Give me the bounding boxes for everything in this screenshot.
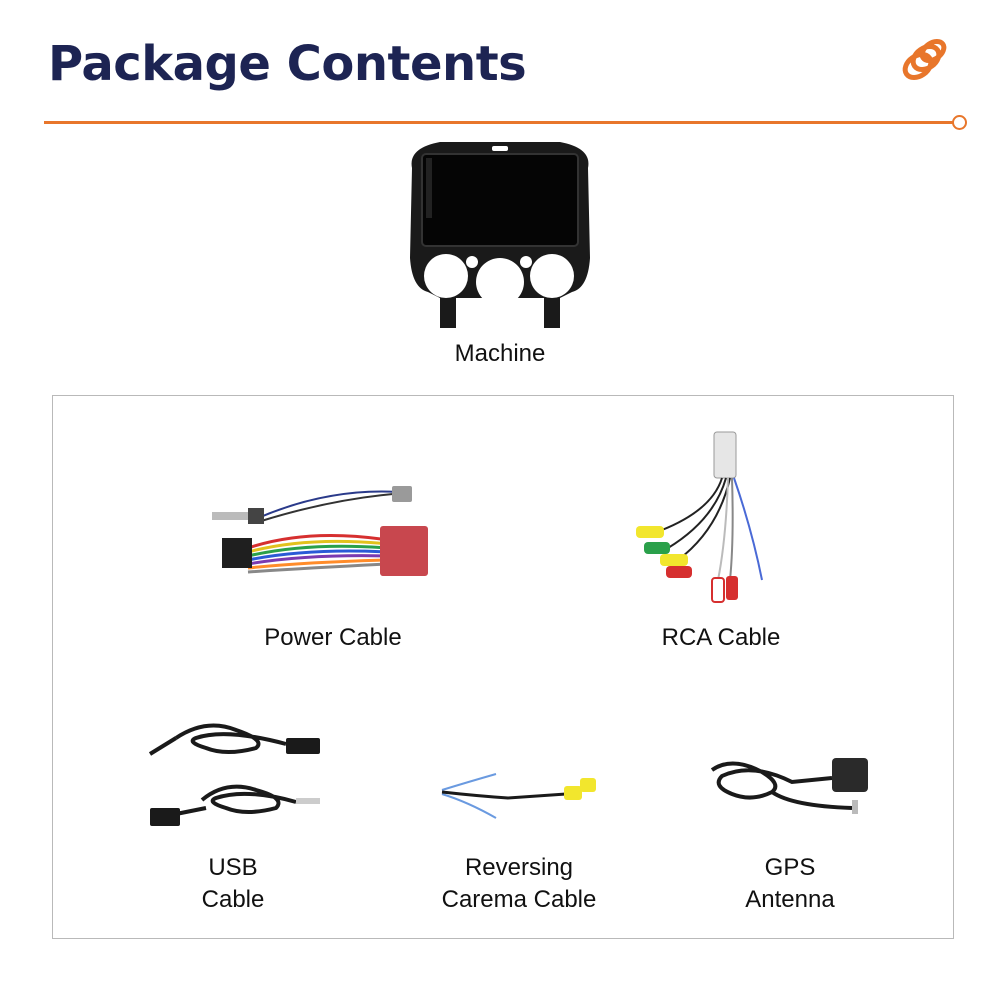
car-stereo-head-unit-icon (410, 142, 590, 328)
item-label-gps-antenna: GPS Antenna (745, 854, 835, 913)
item-label-reversing-camera-cable: Reversing Carema Cable (441, 854, 597, 913)
machine-label: Machine (454, 340, 546, 367)
header-divider (44, 121, 954, 124)
gps-antenna-icon (710, 758, 868, 814)
item-label-power-cable: Power Cable (264, 624, 402, 651)
orange-coil-logo-icon (902, 38, 947, 80)
rca-cable-icon (636, 431, 763, 603)
accessories-panel (52, 395, 954, 939)
power-harness-icon (212, 486, 428, 576)
divider-end-circle (952, 115, 967, 130)
page-title: Package Contents (48, 36, 527, 92)
item-label-usb-cable: USB Cable (201, 854, 265, 913)
usb-cable-icon (148, 723, 320, 826)
item-label-rca-cable: RCA Cable (661, 624, 781, 651)
reversing-camera-cable-icon (441, 773, 596, 819)
